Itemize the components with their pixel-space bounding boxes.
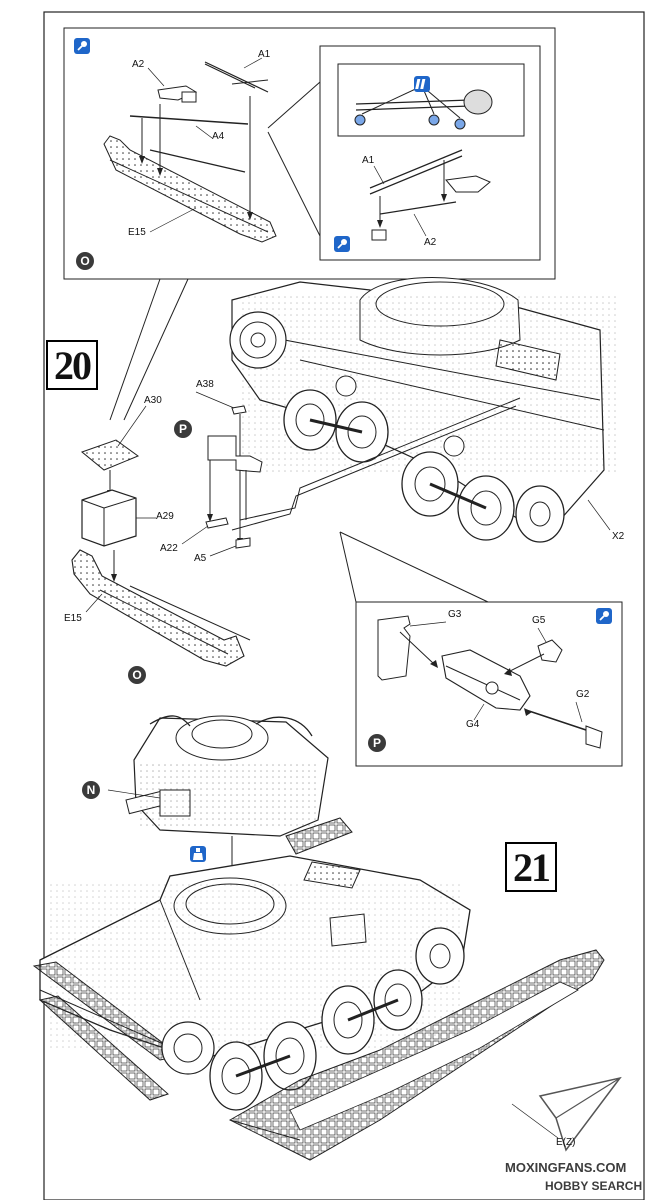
detail-inset-box [319,45,541,261]
step-number-20: 20 [46,340,98,390]
track-link-run [228,949,605,1161]
watermark-site: MOXINGFANS.COM [505,1160,627,1175]
road-wheels-20 [283,375,565,543]
part-label-a29: A29 [156,511,174,522]
page-frame [43,11,645,1200]
part-label-a38: A38 [196,379,214,390]
part-label-a22: A22 [160,543,178,554]
cement-bottle-icon [190,846,206,862]
part-label-track: E(Z) [556,1137,576,1148]
cement-icon [414,76,430,92]
callout-n: N [82,781,100,799]
part-label-e15: E15 [128,227,146,238]
glue-icon [334,236,350,252]
watermark-shop: HOBBY SEARCH [545,1179,643,1193]
part-label-a4: A4 [212,131,225,142]
part-label-x2: X2 [612,531,625,542]
paper-plane-logo [538,1076,622,1152]
part-label-a1-inset: A1 [362,155,375,166]
callout-o-top: O [76,252,94,270]
road-wheels-21 [209,927,465,1111]
part-label-a1: A1 [258,49,271,60]
callout-p-left: P [174,420,192,438]
muffler [285,817,353,855]
part-label-a5: A5 [194,553,207,564]
main-hull [39,855,471,1061]
part-label-g2: G2 [576,689,590,700]
part-label-g5: G5 [532,615,546,626]
step-number-21: 21 [505,842,557,892]
turret [125,715,329,837]
callout-p-box: P [368,734,386,752]
part-label-g4: G4 [466,719,480,730]
glue-icon [74,38,90,54]
part-label-a2-inset: A2 [424,237,437,248]
part-label-a30: A30 [144,395,162,406]
callout-o-bottom: O [128,666,146,684]
part-label-g3: G3 [448,609,462,620]
part-label-e15-lower: E15 [64,613,82,624]
part-label-a2: A2 [132,59,145,70]
glue-icon [596,608,612,624]
sprocket-wheel [229,311,287,369]
